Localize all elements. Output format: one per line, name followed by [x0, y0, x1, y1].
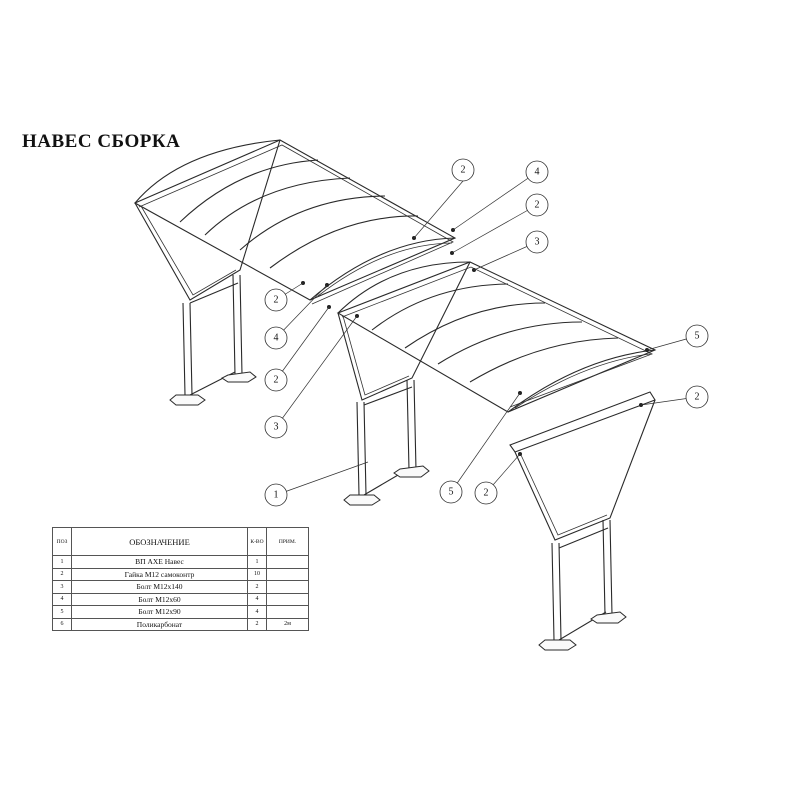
cell-note — [266, 592, 309, 606]
header-qty: К-ВО — [247, 527, 267, 556]
callout-label: 2 — [484, 488, 489, 499]
right-end-frame — [509, 391, 656, 651]
callout-label: 2 — [274, 375, 279, 386]
cell-pos: 6 — [52, 617, 72, 631]
table-header-row: ПОЗ ОБОЗНАЧЕНИЕ К-ВО ПРИМ. — [52, 527, 309, 556]
cell-pos: 2 — [52, 567, 72, 581]
cell-qty: 4 — [247, 592, 267, 606]
callout-label: 4 — [535, 167, 540, 178]
cell-designation: Болт М12х60 — [71, 592, 248, 606]
cell-pos: 1 — [52, 555, 72, 569]
callout-label: 2 — [461, 165, 466, 176]
cell-designation: Гайка М12 самоконтр — [71, 567, 248, 581]
callout-bubble: 3 — [264, 415, 288, 439]
cell-note — [266, 580, 309, 594]
callout-bubble: 2 — [264, 368, 288, 392]
callout-label: 1 — [274, 490, 279, 501]
cell-note — [266, 567, 309, 581]
callout-label: 2 — [695, 392, 700, 403]
callout-bubble: 2 — [685, 385, 709, 409]
table-row: 4 Болт М12х60 4 — [52, 592, 309, 606]
cell-qty: 2 — [247, 617, 267, 631]
cell-pos: 5 — [52, 605, 72, 619]
callout-label: 5 — [449, 487, 454, 498]
header-pos: ПОЗ — [52, 527, 72, 556]
callout-bubble: 2 — [451, 158, 475, 182]
cell-designation: Болт М12х90 — [71, 605, 248, 619]
cell-qty: 10 — [247, 567, 267, 581]
callout-label: 2 — [535, 200, 540, 211]
cell-designation: ВП АХЕ Навес — [71, 555, 248, 569]
callout-bubble: 2 — [264, 288, 288, 312]
cell-note — [266, 555, 309, 569]
cell-note: 2м — [266, 617, 309, 631]
header-designation: ОБОЗНАЧЕНИЕ — [71, 527, 248, 556]
callout-bubble: 4 — [525, 160, 549, 184]
middle-canopy-module — [336, 261, 657, 506]
table-row: 5 Болт М12х90 4 — [52, 605, 309, 619]
header-note: ПРИМ. — [266, 527, 309, 556]
callout-bubbles: 2 4 2 3 5 2 2 5 — [264, 158, 709, 507]
callout-bubble: 5 — [685, 324, 709, 348]
callout-bubble: 2 — [474, 481, 498, 505]
cell-qty: 4 — [247, 605, 267, 619]
table-row: 6 Поликарбонат 2 2м — [52, 617, 309, 631]
callout-bubble: 1 — [264, 483, 288, 507]
callout-bubble: 4 — [264, 326, 288, 350]
callout-label: 2 — [274, 295, 279, 306]
cell-pos: 3 — [52, 580, 72, 594]
cell-pos: 4 — [52, 592, 72, 606]
drawing-title: НАВЕС СБОРКА — [22, 131, 181, 152]
callout-leaders — [275, 171, 698, 496]
cell-qty: 1 — [247, 555, 267, 569]
cell-note — [266, 605, 309, 619]
callout-label: 5 — [695, 331, 700, 342]
table-row: 1 ВП АХЕ Навес 1 — [52, 555, 309, 569]
callout-label: 3 — [274, 422, 279, 433]
cell-qty: 2 — [247, 580, 267, 594]
parts-list-table: ПОЗ ОБОЗНАЧЕНИЕ К-ВО ПРИМ. 1 ВП АХЕ Наве… — [52, 527, 309, 631]
callout-label: 3 — [535, 237, 540, 248]
table-row: 3 Болт М12х140 2 — [52, 580, 309, 594]
callout-bubble: 2 — [525, 193, 549, 217]
callout-bubble: 3 — [525, 230, 549, 254]
left-canopy-module — [133, 139, 457, 406]
cell-designation: Болт М12х140 — [71, 580, 248, 594]
cell-designation: Поликарбонат — [71, 617, 248, 631]
callout-label: 4 — [274, 333, 279, 344]
table-row: 2 Гайка М12 самоконтр 10 — [52, 567, 309, 581]
callout-bubble: 5 — [439, 480, 463, 504]
